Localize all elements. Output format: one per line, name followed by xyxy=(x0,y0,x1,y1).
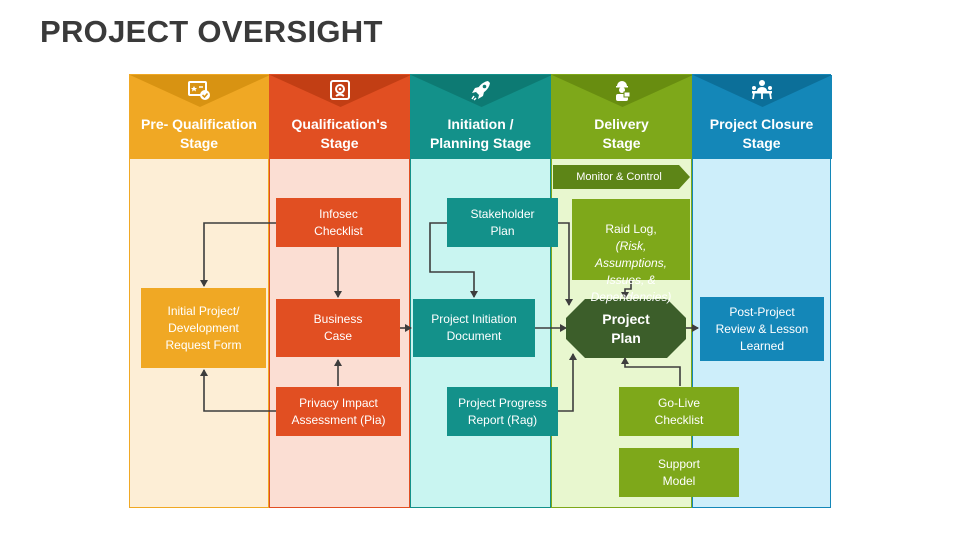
support-model-box: Support Model xyxy=(619,448,739,497)
stage-label: Delivery Stage xyxy=(594,116,649,151)
project-plan-label: Project Plan xyxy=(602,310,650,346)
stage-column-qualification: Qualification's Stage xyxy=(269,74,411,508)
raid-log-detail: (Risk, Assumptions, Issues, & Dependenci… xyxy=(590,239,672,304)
business-case-box: Business Case xyxy=(276,299,400,357)
stage-label: Project Closure Stage xyxy=(709,116,814,151)
post-project-review-box: Post-Project Review & Lesson Learned xyxy=(700,297,824,361)
worker-icon xyxy=(615,81,630,101)
stage-header: Delivery Stage xyxy=(552,75,693,159)
infosec-checklist-box: Infosec Checklist xyxy=(276,198,401,247)
stage-header: Initiation / Planning Stage xyxy=(411,75,552,159)
stage-column-initiation-planning: Initiation / Planning Stage xyxy=(410,74,552,508)
stakeholder-plan-box: Stakeholder Plan xyxy=(447,198,558,247)
stage-label: Pre- Qualification Stage xyxy=(141,116,257,151)
stage-header: Project Closure Stage xyxy=(693,75,832,159)
stage-header: Qualification's Stage xyxy=(270,75,411,159)
raid-log-label: Raid Log, xyxy=(605,222,657,236)
stage-label: Qualification's Stage xyxy=(291,116,388,151)
page-title: PROJECT OVERSIGHT xyxy=(40,14,383,49)
initial-project-form-box: Initial Project/ Development Request For… xyxy=(141,288,266,368)
stage-column-project-closure: Project Closure Stage xyxy=(692,74,832,508)
meeting-table-icon xyxy=(751,80,772,100)
stage-label: Initiation / Planning Stage xyxy=(429,116,532,151)
rocket-icon xyxy=(470,81,490,101)
raid-log-box: Raid Log, (Risk, Assumptions, Issues, & … xyxy=(572,199,690,304)
brain-gear-icon xyxy=(329,80,350,100)
progress-report-box: Project Progress Report (Rag) xyxy=(447,387,558,436)
monitor-control-label: Monitor & Control xyxy=(576,170,662,183)
initiation-document-box: Project Initiation Document xyxy=(413,299,535,357)
certificate-icon xyxy=(188,81,210,100)
stage-header: Pre- Qualification Stage xyxy=(130,75,270,159)
privacy-impact-box: Privacy Impact Assessment (Pia) xyxy=(276,387,401,436)
go-live-checklist-box: Go-Live Checklist xyxy=(619,387,739,436)
